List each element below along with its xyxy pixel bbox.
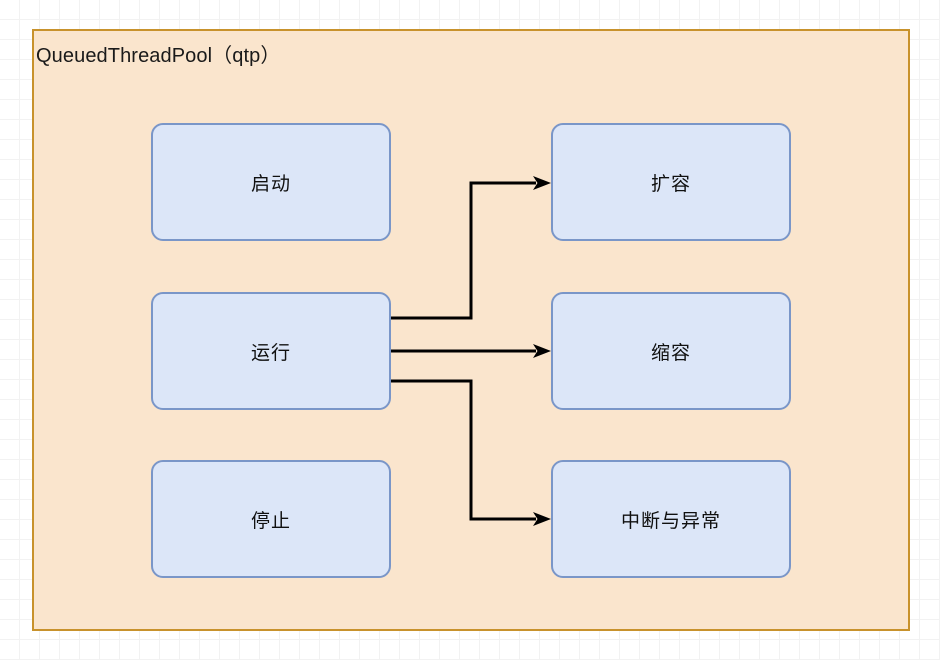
node-start-label: 启动 [250, 173, 291, 195]
node-interrupt-label: 中断与异常 [620, 510, 721, 532]
node-running[interactable]: 运行 [151, 292, 391, 410]
node-interrupt[interactable]: 中断与异常 [551, 460, 791, 578]
node-expand-label: 扩容 [650, 173, 691, 195]
node-expand[interactable]: 扩容 [551, 123, 791, 241]
pool-title: QueuedThreadPool（qtp） [36, 45, 281, 67]
node-stop[interactable]: 停止 [151, 460, 391, 578]
node-start[interactable]: 启动 [151, 123, 391, 241]
node-shrink[interactable]: 缩容 [551, 292, 791, 410]
node-running-label: 运行 [250, 342, 291, 364]
node-shrink-label: 缩容 [650, 342, 691, 364]
node-stop-label: 停止 [250, 510, 291, 532]
